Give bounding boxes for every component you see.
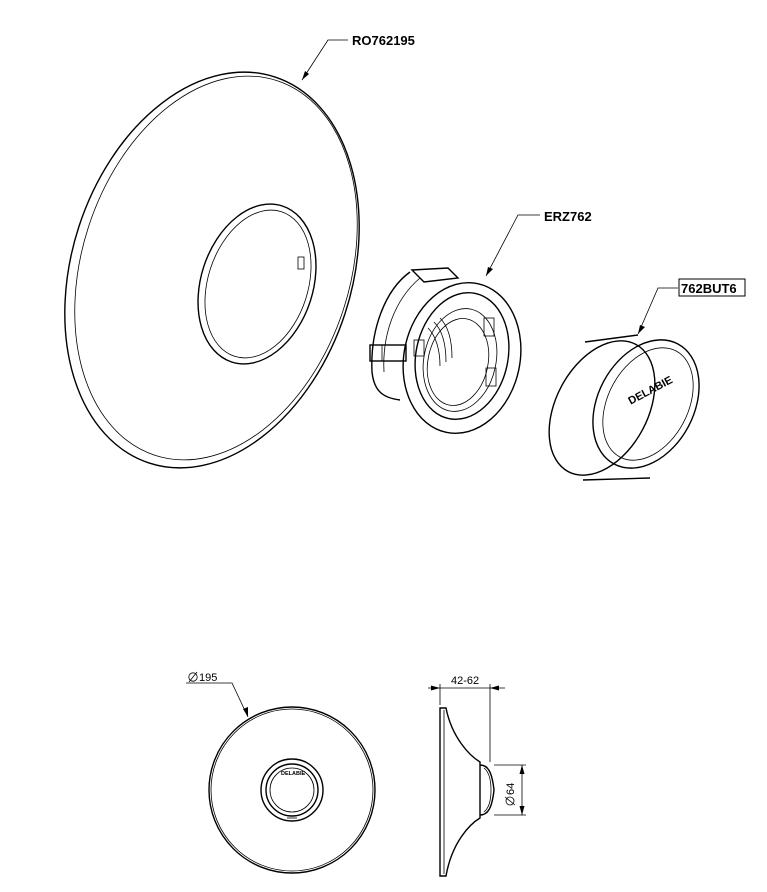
dim-diameter-rosette: 195	[199, 672, 217, 684]
label-button: 762BUT6	[681, 281, 737, 296]
dimension-diameter-rosette: 195	[186, 671, 249, 718]
label-button-box	[678, 278, 746, 297]
label-adapter: ERZ762	[544, 209, 592, 224]
button-brand-text: DELABIE	[626, 374, 674, 407]
dimension-depth: 42-62	[428, 675, 505, 762]
dimension-diameter-button: 64	[494, 764, 526, 816]
front-view: DELABIE	[208, 706, 376, 874]
adapter-part	[369, 267, 522, 435]
front-view-brand-text: DELABIE	[281, 771, 305, 777]
leader-button	[637, 287, 678, 335]
rosette-part	[64, 71, 360, 469]
leader-rosette	[301, 39, 348, 81]
side-view	[439, 707, 495, 877]
button-part: DELABIE	[548, 334, 700, 481]
dim-depth: 42-62	[451, 675, 479, 687]
leader-adapter	[485, 214, 540, 277]
dim-diameter-button: 64	[505, 783, 517, 795]
label-rosette: RO762195	[352, 33, 415, 48]
